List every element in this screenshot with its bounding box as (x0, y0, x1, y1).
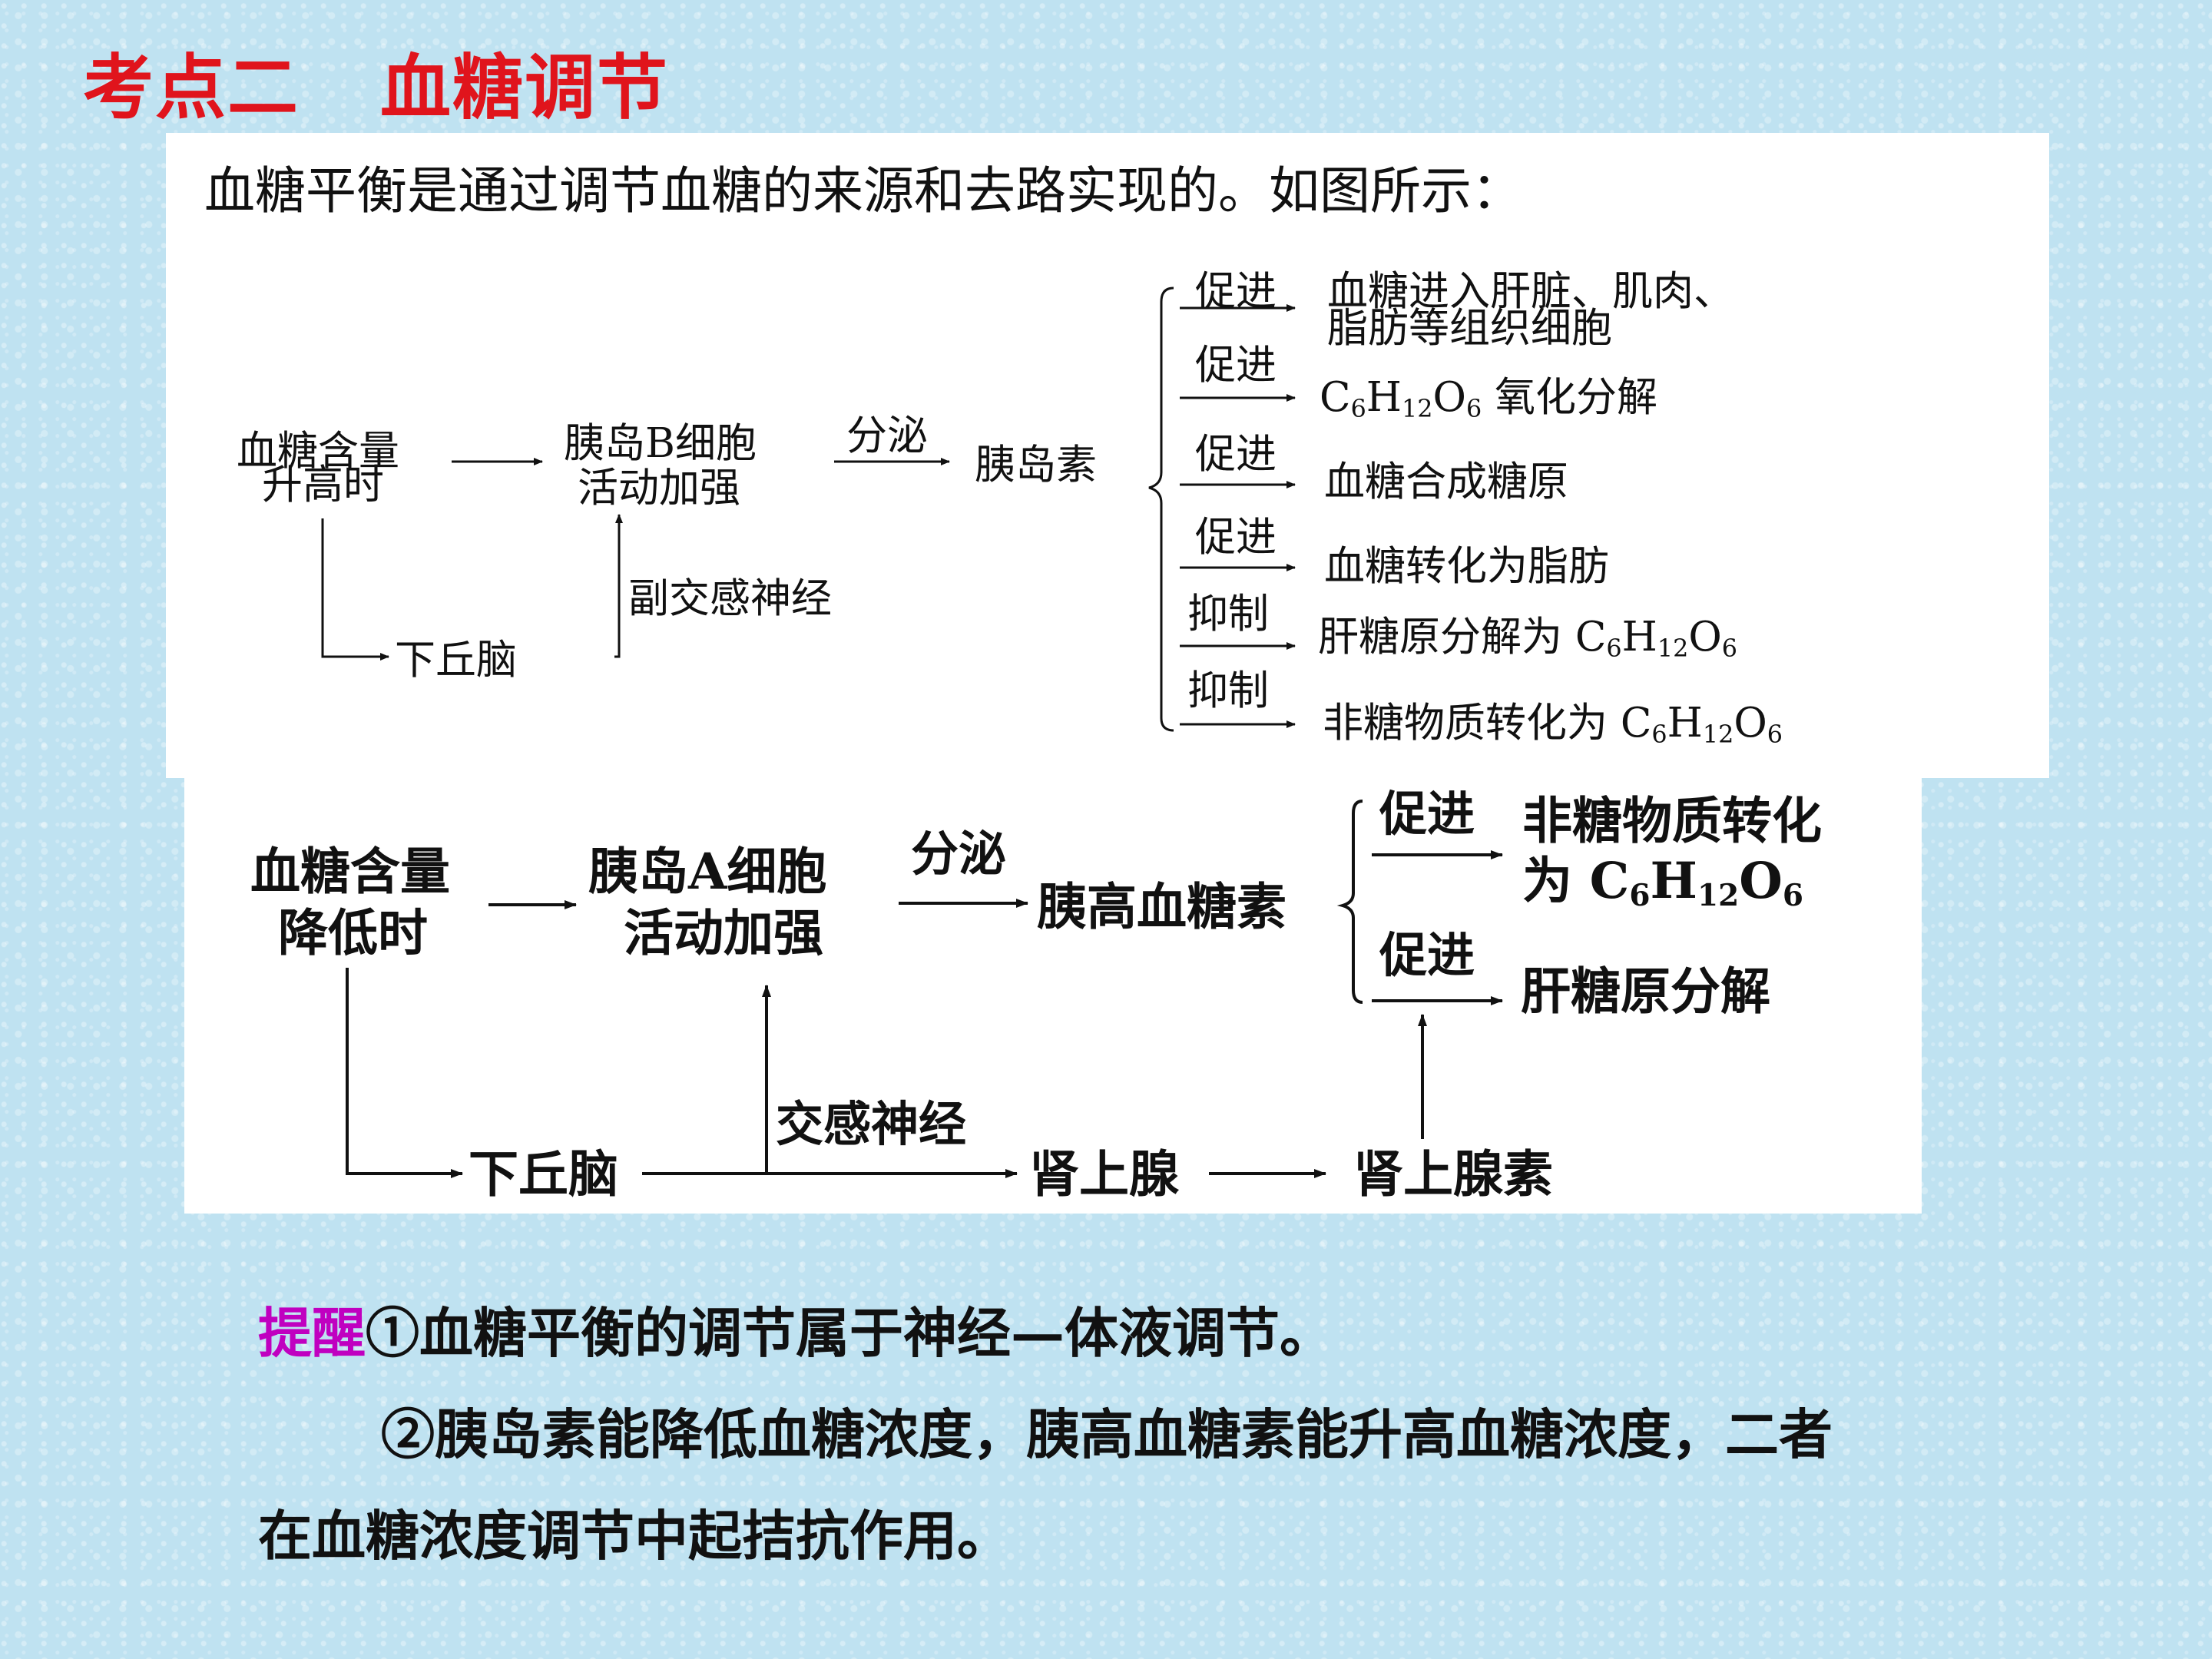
effect-text-3: 血糖合成糖原 (1324, 459, 1568, 505)
parasympathetic-nerve-label: 副交感神经 (628, 575, 832, 622)
glucagon-start-line1: 血糖含量 (250, 843, 451, 901)
beta-cells-line2: 活动加强 (578, 465, 740, 512)
effect-text-1a: 血糖进入肝脏、肌肉、 (1327, 268, 1734, 315)
intro-text: 血糖平衡是通过调节血糖的来源和去路实现的。如图所示： (204, 161, 1522, 220)
effect-action-3: 促进 (1195, 431, 1277, 478)
glucagon-effect-text-2: 肝糖原分解 (1521, 962, 1771, 1021)
reminder-label: 提醒 (258, 1301, 366, 1365)
glucagon-diagram-arrows (346, 800, 1503, 1178)
adrenaline-label: 肾上腺素 (1353, 1145, 1554, 1204)
effect-action-2: 促进 (1195, 342, 1277, 389)
title-part1: 考点二 (83, 46, 300, 129)
effect-action-1: 促进 (1195, 268, 1277, 315)
insulin-diagram-arrows (321, 286, 1296, 732)
alpha-cells-line1: 胰岛A细胞 (588, 843, 827, 901)
insulin-label: 胰岛素 (975, 442, 1097, 488)
reminder-text-1: ①血糖平衡的调节属于神经—体液调节。 (366, 1301, 1333, 1365)
hypothalamus-label-2: 下丘脑 (469, 1145, 619, 1204)
insulin-secrete-label: 分泌 (846, 412, 928, 459)
sympathetic-nerve-label: 交感神经 (776, 1096, 967, 1152)
adrenal-gland-label: 肾上腺 (1029, 1145, 1180, 1204)
effect-action-6: 抑制 (1187, 667, 1269, 714)
reminder-point-1: 提醒①血糖平衡的调节属于神经—体液调节。 (258, 1290, 1333, 1368)
effect-text-6: 非糖物质转化为 C6H12O6 (1323, 700, 1783, 749)
reminder-point-2b: 在血糖浓度调节中起拮抗作用。 (258, 1504, 1011, 1568)
glucagon-effect-action-1: 促进 (1379, 786, 1475, 842)
insulin-start-line2: 升高时 (262, 462, 384, 508)
effect-text-2: C6H12O6 氧化分解 (1320, 374, 1658, 423)
glucagon-effect-action-2: 促进 (1379, 927, 1475, 983)
effect-action-4: 促进 (1195, 514, 1277, 561)
effect-text-1b: 脂肪等组织细胞 (1327, 305, 1612, 352)
glucagon-diagram-panel: 血糖含量 降低时 胰岛A细胞 活动加强 分泌 胰高血糖素 下丘脑 交感神经 肾上… (184, 778, 1922, 1214)
insulin-start-line1: 血糖含量 (237, 428, 399, 475)
effect-action-5: 抑制 (1187, 591, 1269, 637)
glucagon-secrete-label: 分泌 (911, 826, 1007, 882)
glucagon-effect-text-1b: 为 C6H12O6 (1522, 852, 1803, 913)
beta-cells-line1: 胰岛B细胞 (564, 420, 757, 467)
slide-title: 考点二血糖调节 (83, 31, 669, 133)
alpha-cells-line2: 活动加强 (624, 904, 824, 962)
insulin-diagram-panel: 血糖平衡是通过调节血糖的来源和去路实现的。如图所示： 血糖含量 升高时 胰岛B细… (166, 133, 2049, 778)
glucagon-effect-text-1a: 非糖物质转化 (1522, 792, 1823, 850)
effect-text-4: 血糖转化为脂肪 (1324, 543, 1609, 590)
title-part2: 血糖调节 (380, 46, 670, 129)
effect-text-5: 肝糖原分解为 C6H12O6 (1318, 614, 1738, 663)
reminder-point-2a: ②胰岛素能降低血糖浓度，胰高血糖素能升高血糖浓度，二者 (381, 1402, 1833, 1466)
glucagon-label: 胰高血糖素 (1037, 878, 1287, 936)
hypothalamus-label-1: 下丘脑 (395, 637, 517, 684)
glucagon-start-line2: 降低时 (278, 904, 429, 962)
